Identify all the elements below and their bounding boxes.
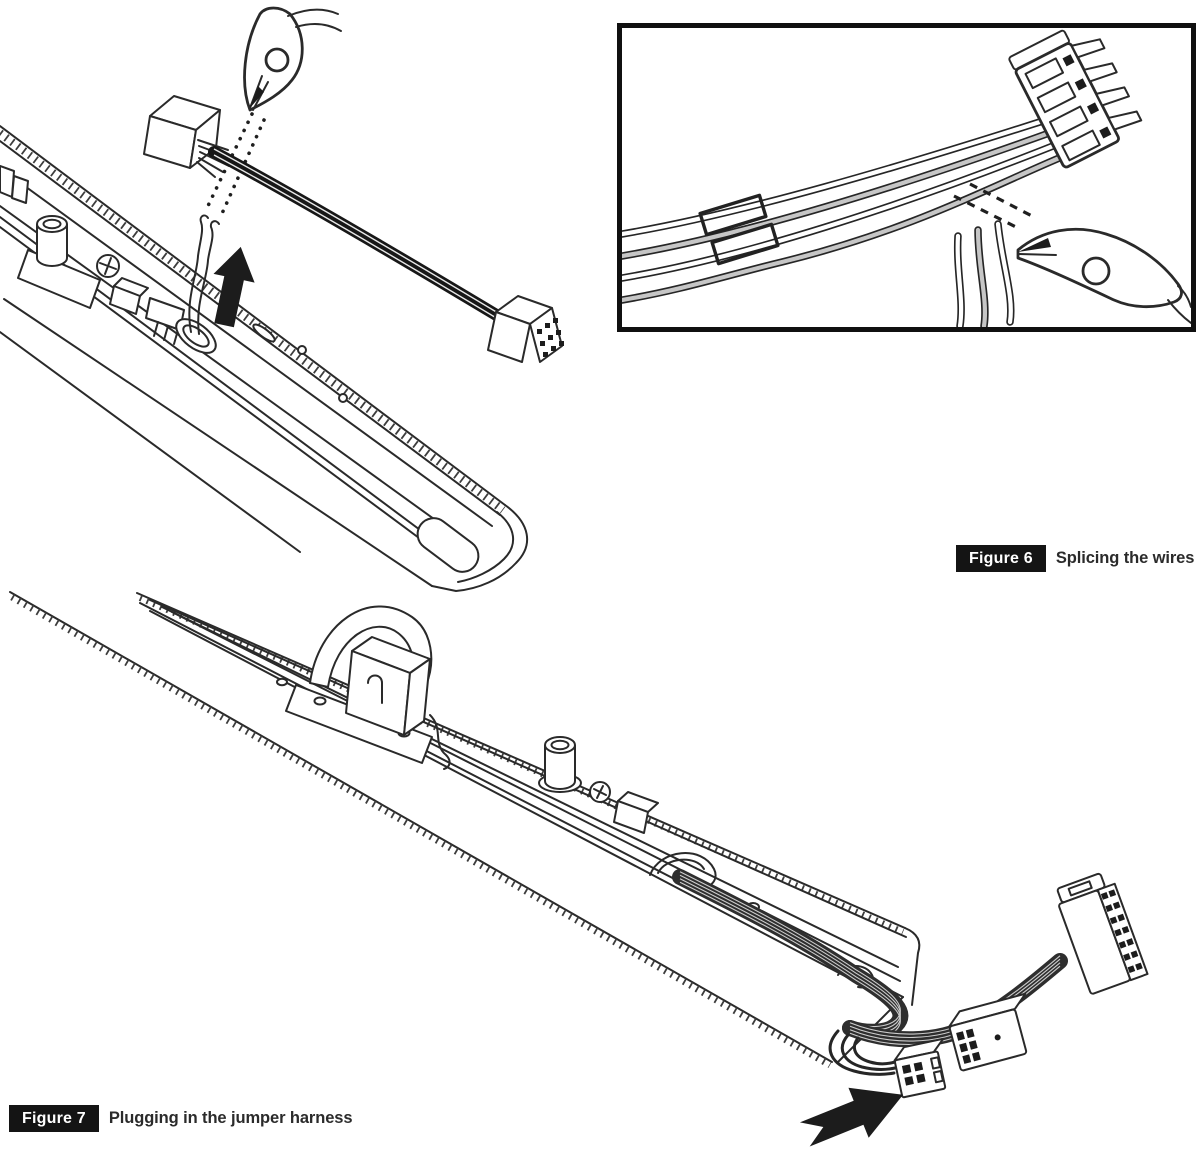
face-hole: [297, 345, 307, 355]
clip-bracket: [613, 791, 659, 834]
face-slot: [252, 323, 276, 343]
cutter-pivot: [264, 47, 290, 73]
multi-pin-connector: [1008, 29, 1143, 169]
standoff-post: [538, 736, 582, 793]
figure6-caption: Splicing the wires: [1055, 549, 1195, 567]
small-connector-wires: [828, 1029, 897, 1076]
jumper-cable: [208, 146, 504, 322]
pin-grid: [1100, 889, 1143, 974]
wire-cutter-icon: [243, 6, 342, 112]
figure6-inset-frame: [617, 23, 1196, 332]
spring-wire: [429, 714, 451, 770]
cutter-pivot: [1081, 256, 1111, 286]
medium-harness-connector: [948, 992, 1028, 1072]
figure6-label-row: Figure 6 Splicing the wires: [956, 545, 1194, 572]
band-hole: [276, 677, 288, 687]
latch-bracket: [345, 636, 431, 736]
figure7-caption: Plugging in the jumper harness: [108, 1109, 353, 1127]
splice-sleeves: [698, 193, 780, 266]
figure6-label-box: Figure 6: [956, 545, 1046, 572]
illustration-jumper-harness: [9, 591, 1149, 1147]
rail-assembly: [9, 591, 921, 1069]
wire-bundle: [622, 116, 1068, 304]
face-hole: [338, 393, 348, 403]
hand-hole-cutout: [416, 517, 480, 573]
mounting-plate: [17, 249, 101, 309]
rail-channel: [0, 125, 529, 592]
illustration-splice-closeup: [622, 29, 1191, 327]
rail-end-cap: [904, 927, 921, 1006]
screw-boss: [96, 254, 120, 278]
wire-cutter-icon: [1016, 227, 1191, 324]
rail-components: [17, 215, 217, 354]
illustration-cutting-connector: [0, 6, 564, 592]
cut-wire-tails: [953, 220, 1015, 327]
screw-boss: [589, 781, 611, 803]
insert-arrow-icon: [799, 1087, 904, 1147]
figure7-label-box: Figure 7: [9, 1105, 99, 1132]
cut-line-dashes: [953, 182, 1033, 230]
figure7-label-row: Figure 7 Plugging in the jumper harness: [9, 1105, 353, 1132]
small-harness-connector: [893, 1037, 947, 1099]
grommet: [175, 318, 217, 354]
standoff-post: [36, 215, 68, 267]
pulled-wires: [188, 214, 220, 335]
clip-bracket: [109, 277, 149, 315]
cable-end-connector: [487, 295, 564, 363]
large-harness-connector: [1056, 872, 1149, 995]
lift-arrow-icon: [213, 246, 255, 328]
cut-connector-plug: [143, 95, 232, 178]
